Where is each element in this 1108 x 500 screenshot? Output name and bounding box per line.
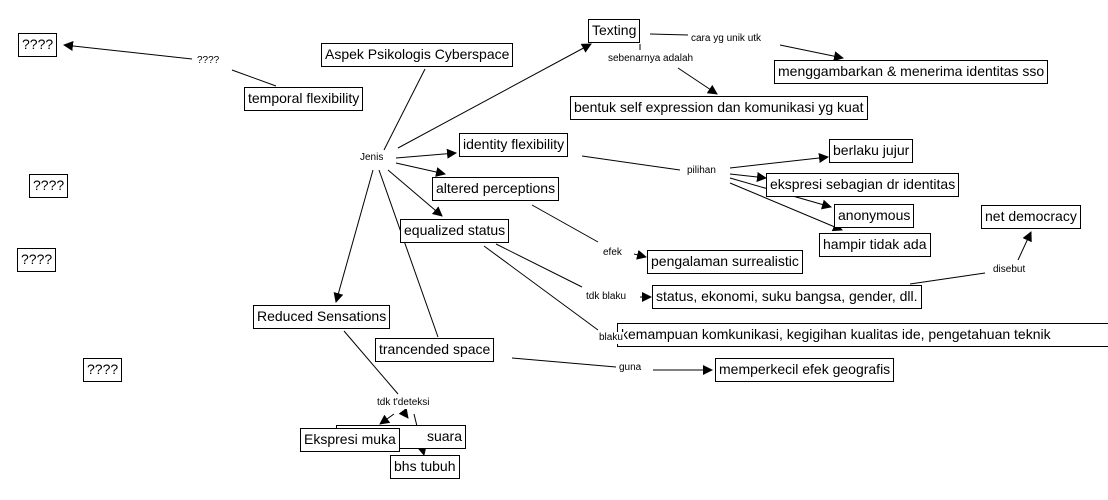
node-label: Reduced Sensations — [257, 308, 387, 324]
edge-jenis-identity — [395, 148, 457, 159]
node-altered-perceptions[interactable]: altered perceptions — [432, 177, 560, 201]
node-label: ???? — [22, 36, 54, 52]
node-label: kemampuan komkunikasi, kegigihan kualita… — [621, 326, 1051, 342]
node-ekspresi-sebagian[interactable]: ekspresi sebagian dr identitas — [766, 173, 960, 197]
link-label-unknown: ???? — [196, 55, 221, 67]
edge-disebut-netdemocracy — [1017, 231, 1032, 261]
node-ekspresi-muka[interactable]: Ekspresi muka — [300, 428, 400, 452]
edge-equalized-blaku — [483, 245, 599, 331]
edge-reduced-tdeteksi — [343, 330, 399, 395]
edge-status-disebut — [909, 272, 986, 285]
edge-pilihan-berlaku — [729, 153, 829, 169]
node-label: Aspek Psikologis Cyberspace — [325, 46, 510, 62]
edge-jenis-reduced — [333, 169, 374, 303]
node-unknown-2[interactable]: ???? — [29, 174, 69, 198]
node-label: menggambarkan & menerima identitas sso — [778, 63, 1045, 79]
node-label: temporal flexibility — [248, 90, 360, 106]
node-unknown-3[interactable]: ???? — [17, 248, 57, 272]
node-label: memperkecil efek geografis — [719, 361, 891, 377]
node-label: anonymous — [838, 207, 911, 223]
node-menggambarkan-identitas[interactable]: menggambarkan & menerima identitas sso — [774, 60, 1049, 84]
node-anonymous[interactable]: anonymous — [834, 204, 915, 228]
edge-trancended-guna — [511, 357, 617, 368]
node-reduced-sensations[interactable]: Reduced Sensations — [253, 305, 391, 329]
edge-tdeteksi-suara — [398, 407, 409, 419]
node-label: hampir tidak ada — [823, 236, 927, 252]
edge-jenis-texting — [397, 43, 592, 149]
link-label-blaku: blaku — [598, 332, 624, 344]
node-texting[interactable]: Texting — [588, 19, 641, 43]
node-kemampuan-komunikasi[interactable]: kemampuan komkunikasi, kegigihan kualita… — [617, 323, 1108, 347]
node-temporal-flexibility[interactable]: temporal flexibility — [244, 87, 364, 111]
edge-pilihan-hampir — [729, 182, 843, 232]
link-label-guna: guna — [618, 362, 643, 374]
link-label-efek: efek — [602, 247, 623, 259]
node-label: ekspresi sebagian dr identitas — [770, 176, 956, 192]
node-trancended-space[interactable]: trancended space — [375, 338, 495, 362]
node-berlaku-jujur[interactable]: berlaku jujur — [829, 139, 914, 163]
node-bentuk-self-expression[interactable]: bentuk self expression dan komunikasi yg… — [570, 96, 868, 120]
node-label: ???? — [87, 361, 119, 377]
node-pengalaman-surrealistic[interactable]: pengalaman surrealistic — [647, 250, 803, 274]
node-label: status, ekonomi, suku bangsa, gender, dl… — [656, 288, 918, 304]
node-label: altered perceptions — [436, 180, 556, 196]
node-label: net democracy — [985, 208, 1077, 224]
node-label: equalized status — [404, 222, 506, 238]
node-net-democracy[interactable]: net democracy — [981, 205, 1081, 229]
node-label: ???? — [33, 177, 65, 193]
link-label-sebenarnya-adalah: sebenarnya adalah — [607, 53, 695, 65]
edge-jenis-equalized — [387, 169, 443, 217]
node-label: bhs tubuh — [394, 458, 456, 474]
link-label-jenis: Jenis — [359, 152, 385, 164]
node-aspek-psikologis-cyberspace[interactable]: Aspek Psikologis Cyberspace — [321, 43, 514, 67]
node-label: berlaku jujur — [833, 142, 910, 158]
node-memperkecil-efek-geografis[interactable]: memperkecil efek geografis — [715, 358, 895, 382]
edge-jenis-trancended — [378, 169, 439, 338]
node-label: identity flexibility — [463, 136, 565, 152]
edge-aspek-jenis — [383, 68, 426, 151]
link-label-tdk-blaku: tdk blaku — [585, 291, 628, 303]
link-label-disebut: disebut — [992, 264, 1027, 276]
node-unknown-4[interactable]: ???? — [83, 358, 123, 382]
node-label: pengalaman surrealistic — [651, 253, 799, 269]
node-hampir-tidak-ada[interactable]: hampir tidak ada — [819, 233, 931, 257]
node-label: Ekspresi muka — [304, 431, 396, 447]
node-unknown-1[interactable]: ???? — [18, 33, 58, 57]
edge-sebenarnya-bentuk — [677, 67, 718, 95]
node-status-ekonomi[interactable]: status, ekonomi, suku bangsa, gender, dl… — [652, 285, 922, 309]
edge-texting-cara — [649, 33, 689, 36]
node-label: Texting — [592, 22, 637, 38]
edge-identity-pilihan — [581, 155, 681, 171]
edge-temporal-qlink — [231, 69, 277, 87]
edge-qlink-q1 — [63, 41, 193, 60]
node-label: bentuk self expression dan komunikasi yg… — [574, 99, 864, 115]
node-label: trancended space — [379, 341, 491, 357]
node-bhs-tubuh[interactable]: bhs tubuh — [390, 455, 460, 479]
node-identity-flexibility[interactable]: identity flexibility — [459, 133, 569, 157]
edge-tdeteksi-ekspresimuka — [379, 413, 395, 425]
edge-altered-efek — [531, 204, 599, 243]
node-label: ???? — [21, 251, 53, 267]
edge-efek-pengalaman — [633, 249, 647, 260]
edge-equalized-tdkblaku — [495, 243, 583, 288]
edge-pilihan-ekspresi — [729, 172, 767, 182]
edge-jenis-altered — [395, 162, 446, 177]
link-label-cara-unik: cara yg unik utk — [690, 33, 763, 45]
node-equalized-status[interactable]: equalized status — [400, 219, 510, 243]
link-label-pilihan: pilihan — [686, 165, 717, 177]
node-label: suara — [426, 428, 462, 444]
link-label-tdk-tdeteksi: tdk t'deteksi — [376, 397, 431, 409]
edge-cara-menggambarkan — [779, 44, 844, 62]
